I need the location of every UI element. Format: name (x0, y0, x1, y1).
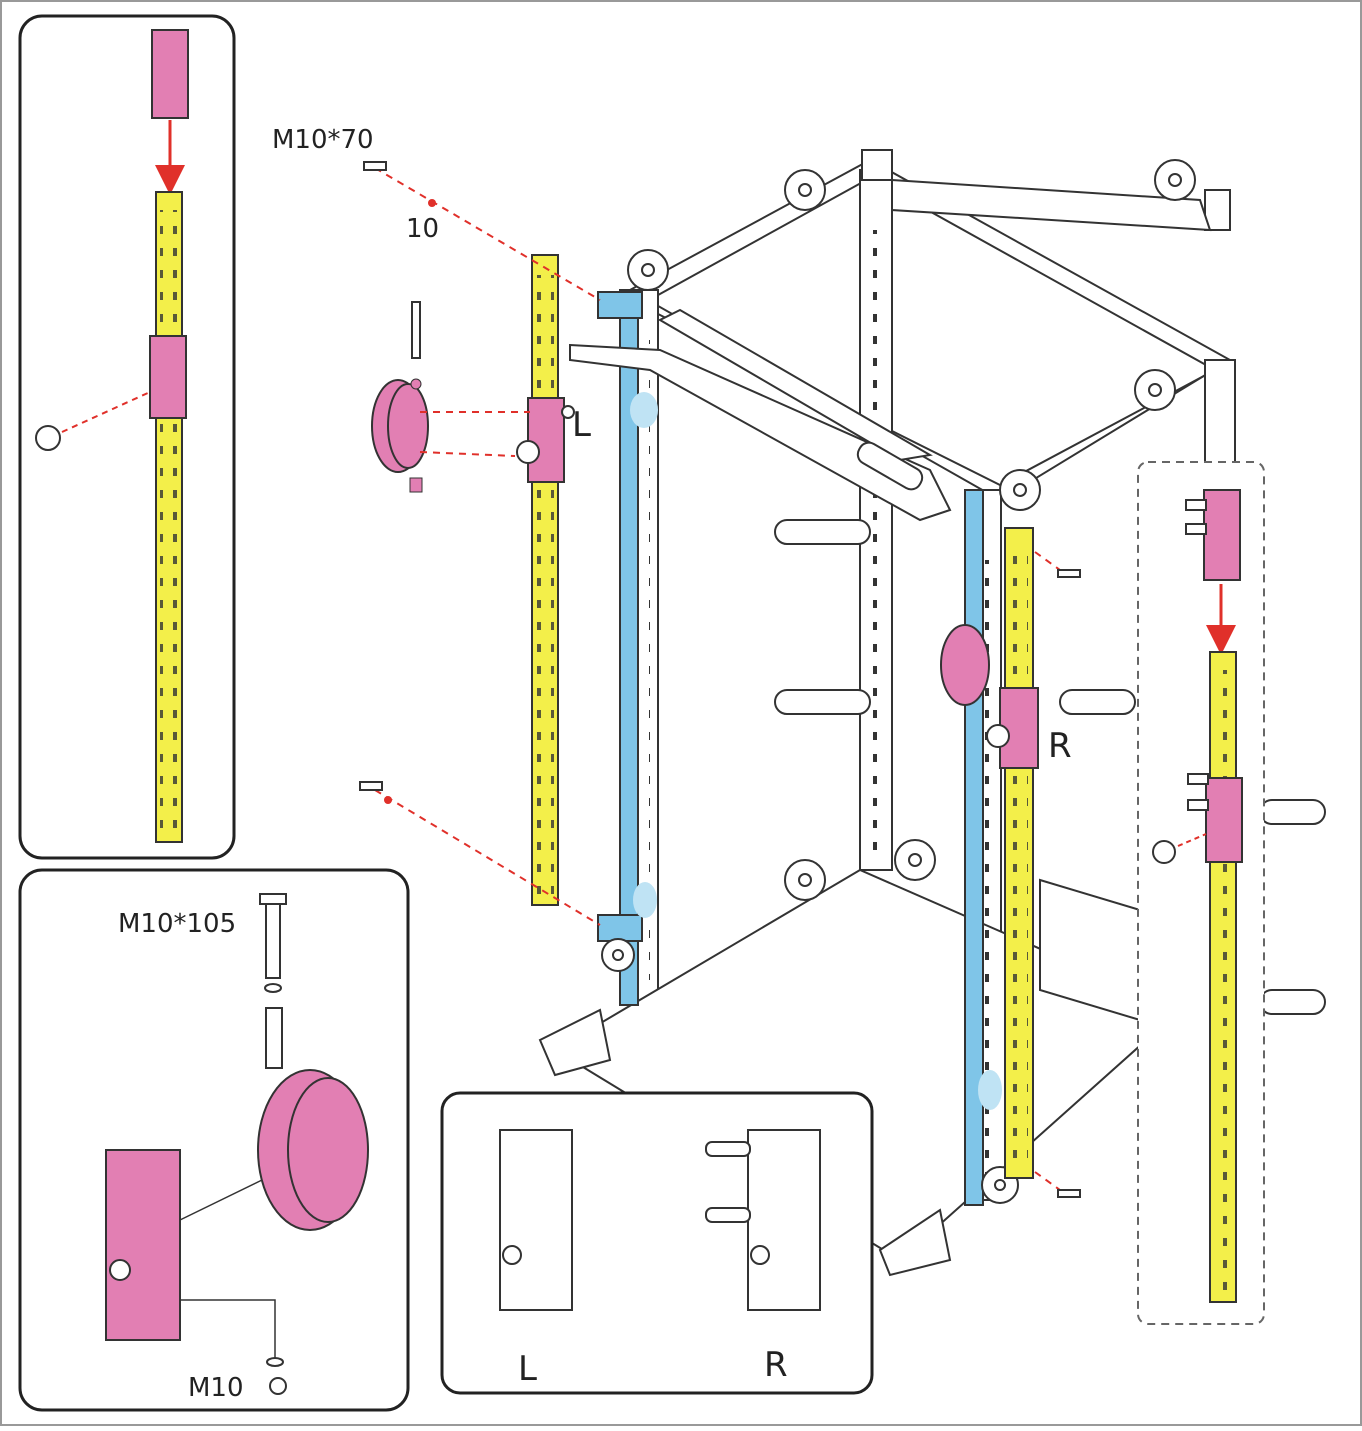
bolt-size-label-105: M10*105 (118, 909, 236, 939)
bolt-icon (1057, 569, 1081, 578)
pink-slider (1203, 489, 1241, 581)
nut-icon (409, 477, 423, 493)
bolt-icon (363, 161, 387, 171)
slider-right-variant (747, 1129, 821, 1311)
bolt-icon (265, 899, 281, 979)
pink-slider (1205, 777, 1243, 863)
pull-pin-knob-icon (35, 425, 61, 451)
legend-right-label: R (764, 1345, 788, 1385)
legend-left-label: L (518, 1349, 537, 1389)
spacer (265, 1007, 283, 1069)
pink-slider (151, 29, 189, 119)
pink-slider (105, 1149, 181, 1341)
frame-highlight-left (597, 289, 658, 1006)
right-upright-assembly (940, 527, 1081, 1198)
bolt-icon (411, 301, 421, 359)
pull-pin-knob-icon (516, 440, 540, 464)
bolt-size-label-70: M10*70 (272, 125, 374, 155)
pullup-bar (569, 308, 952, 522)
pulley-wheel-icon (601, 159, 1196, 1204)
bolt-icon (359, 781, 383, 791)
inset-slider-insert-left (18, 14, 236, 860)
pink-slider-left (527, 397, 565, 483)
nut-icon (269, 1377, 287, 1395)
inset-pulley-detail: M10*105 M10 (18, 868, 410, 1412)
nut-size-label: M10 (188, 1373, 244, 1403)
pull-pin-knob-icon (1152, 840, 1176, 864)
bolt-icon (1057, 1189, 1081, 1198)
slider-left-variant (499, 1129, 573, 1311)
left-side-label: L (572, 405, 591, 445)
pull-pin-knob-icon (986, 724, 1010, 748)
hole-row (868, 230, 886, 850)
left-upright-assembly (359, 161, 601, 926)
pulley-wheel-icon (940, 624, 990, 706)
inset-left-right-comparison: L R (440, 1091, 874, 1395)
right-side-label: R (1048, 726, 1072, 766)
pink-slider (149, 335, 187, 419)
inset-slider-insert-right (1137, 461, 1265, 1325)
washer-size-label: 10 (406, 214, 439, 244)
